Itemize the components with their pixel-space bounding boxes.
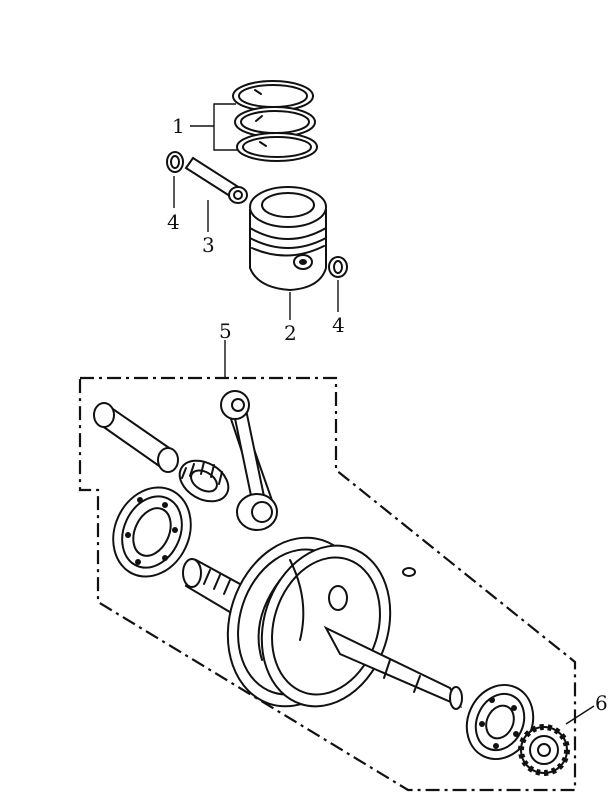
callout-clip-left: 4 <box>167 210 180 234</box>
crank-pin <box>93 402 179 473</box>
piston <box>249 186 327 292</box>
rings-bracket <box>190 103 238 151</box>
timing-gear <box>518 724 570 776</box>
callout-pin: 3 <box>202 233 215 257</box>
connecting-rod <box>220 390 278 531</box>
callout-clip-right: 4 <box>332 313 345 337</box>
piston-rings <box>232 80 318 162</box>
crankshaft <box>182 536 463 710</box>
circlip-right <box>328 256 348 278</box>
circlip-left <box>166 151 184 173</box>
left-ball-bearing <box>112 486 192 578</box>
crank-assembly-outline <box>78 376 577 792</box>
callout-piston: 2 <box>284 321 297 345</box>
right-ball-bearing <box>465 684 535 760</box>
callout-gear: 6 <box>595 691 608 715</box>
callout-rings: 1 <box>172 114 185 138</box>
needle-bearing <box>178 459 230 503</box>
piston-pin <box>184 156 248 204</box>
gear-leader <box>565 705 595 725</box>
callout-crank-assembly: 5 <box>219 319 232 343</box>
